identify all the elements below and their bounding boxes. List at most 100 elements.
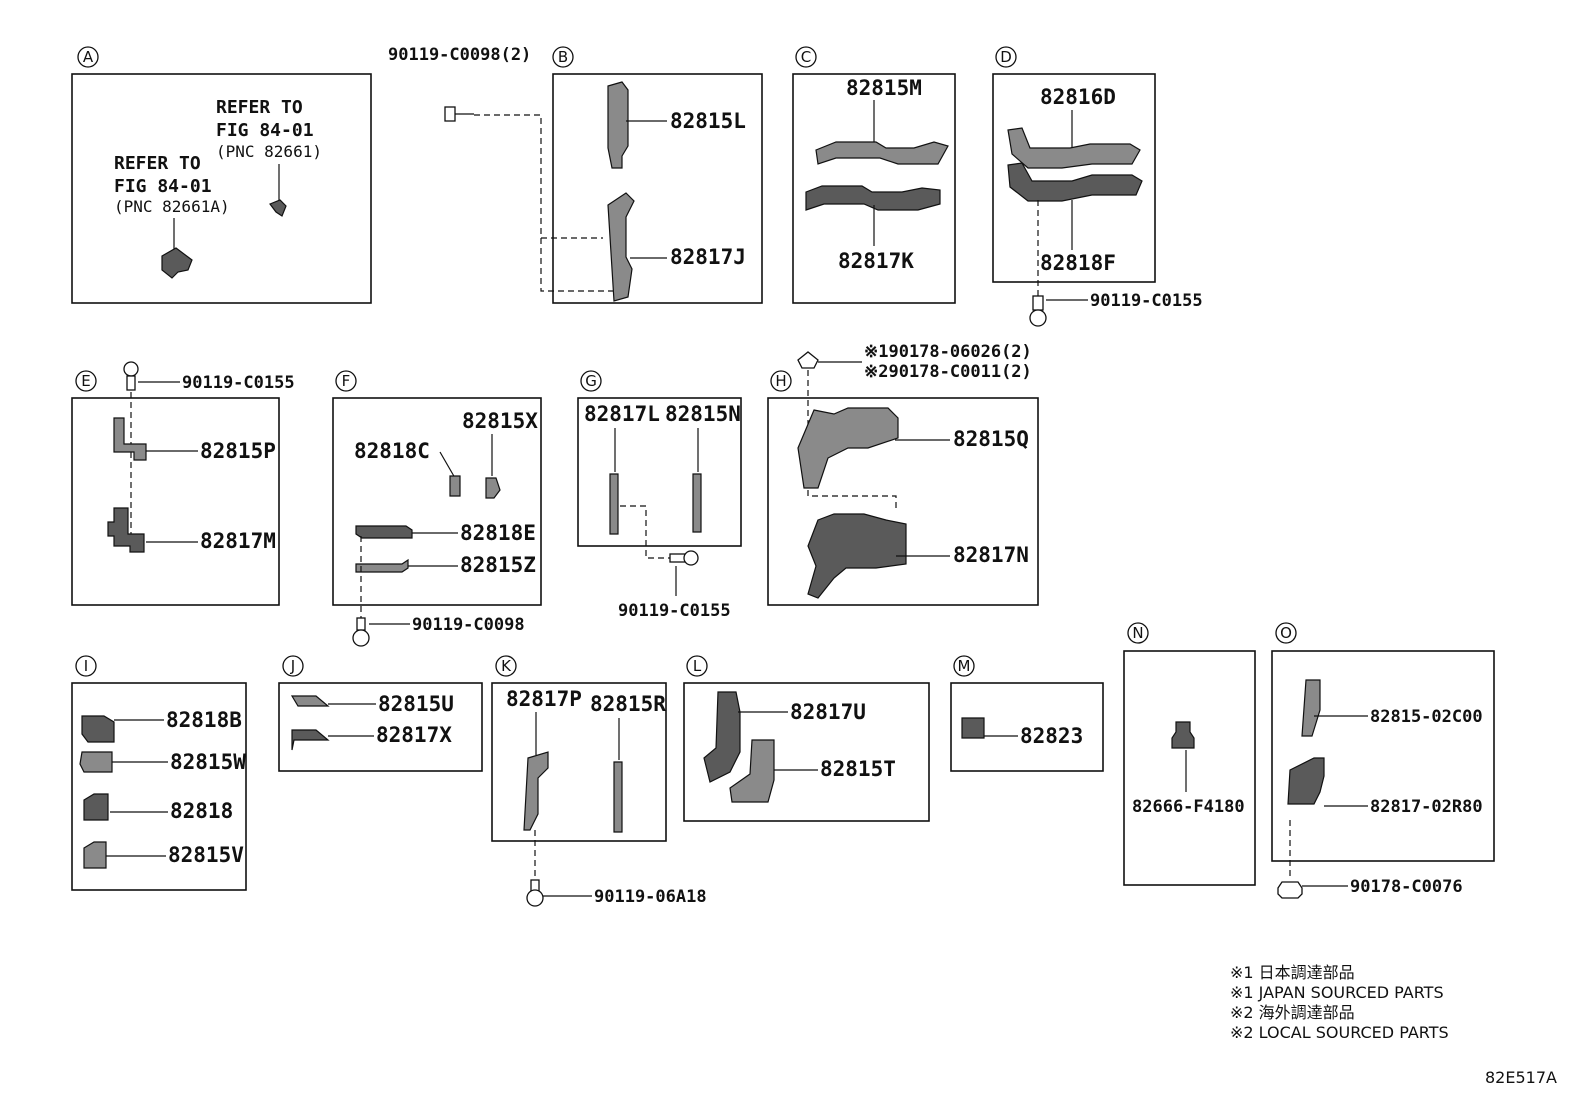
part-number-82817l: 82817L	[584, 402, 660, 426]
part-number-82818f: 82818F	[1040, 251, 1116, 275]
section-label-j: J	[290, 657, 295, 675]
nut-icon	[1277, 881, 1303, 899]
bolt-icon	[526, 879, 544, 907]
bracket-part-icon	[291, 729, 330, 751]
section-o: O 82815-02C00 82817-02R80 90178-C0076	[1271, 622, 1495, 899]
part-number-82815p: 82815P	[200, 439, 276, 463]
clip-part-icon	[161, 247, 193, 279]
bolt-icon	[797, 351, 819, 369]
refer-upper-line2: FIG 84-01	[216, 120, 314, 141]
section-marker-g	[580, 370, 602, 392]
section-label-l: L	[693, 657, 702, 675]
section-marker-d	[995, 46, 1017, 68]
part-number-82823: 82823	[1020, 724, 1083, 748]
part-number-82815l: 82815L	[670, 109, 746, 133]
part-number-82815r: 82815R	[590, 692, 666, 716]
section-c: C 82815M 82817K	[792, 46, 956, 304]
bracket-part-icon	[523, 751, 549, 831]
section-n: N 82666-F4180	[1123, 622, 1256, 886]
section-k: K 82817P 82815R 90119-06A18	[491, 655, 707, 907]
section-label-h: H	[775, 372, 786, 390]
section-box-c	[792, 73, 956, 304]
section-label-n: N	[1132, 624, 1143, 642]
section-f: F 82815X 82818C 82818E 82815Z 90119-C009…	[332, 370, 542, 647]
section-label-m: M	[958, 657, 971, 675]
note-2-japanese: ※2 海外調達部品	[1230, 1003, 1355, 1022]
section-marker-l	[686, 655, 708, 677]
part-number-82815t: 82815T	[820, 757, 896, 781]
part-number-82818b: 82818B	[166, 708, 242, 732]
bracket-part-icon	[79, 751, 113, 773]
shield-part-icon	[703, 691, 741, 783]
shield-part-icon	[807, 513, 907, 599]
refer-lower-line1: REFER TO	[114, 153, 201, 174]
section-marker-b	[552, 46, 574, 68]
clip-part-icon	[961, 717, 985, 739]
note-1-japanese: ※1 日本調達部品	[1230, 963, 1355, 982]
section-box-b	[552, 73, 763, 304]
bracket-part-icon	[290, 695, 330, 707]
part-number-82815q: 82815Q	[953, 427, 1029, 451]
part-number-82817x: 82817X	[376, 723, 452, 747]
section-label-b: B	[558, 48, 568, 66]
section-box-h	[767, 397, 1039, 606]
part-number-82817k: 82817K	[838, 249, 914, 273]
section-box-f	[332, 397, 542, 606]
part-number-82815z: 82815Z	[460, 553, 536, 577]
part-number-82817n: 82817N	[953, 543, 1029, 567]
section-i: I 82818B 82815W 82818 82815V	[71, 655, 247, 891]
section-marker-a	[77, 46, 99, 68]
brace-part-icon	[805, 185, 941, 211]
part-number-82815w: 82815W	[170, 750, 246, 774]
clip-part-icon	[1171, 721, 1195, 749]
bolt-icon	[352, 617, 370, 647]
part-number-82817p: 82817P	[506, 687, 582, 711]
part-number-82817j: 82817J	[670, 245, 746, 269]
shield-part-icon	[1287, 757, 1325, 805]
bolt-icon	[444, 106, 474, 122]
bracket-part-icon	[107, 507, 145, 553]
section-marker-f	[335, 370, 357, 392]
refer-upper-line3: (PNC 82661)	[216, 142, 322, 161]
section-a: A REFER TO FIG 84-01 (PNC 82661) REFER T…	[71, 46, 372, 304]
part-number-90119-06a18: 90119-06A18	[594, 887, 707, 907]
part-number-90119-c0155: 90119-C0155	[182, 373, 295, 393]
part-number-90119-c0155: 90119-C0155	[618, 601, 731, 621]
section-j: J 82815U 82817X	[278, 655, 483, 772]
section-marker-e	[75, 370, 97, 392]
section-marker-h	[770, 370, 792, 392]
section-e: E 90119-C0155 82815P 82817M	[71, 361, 295, 606]
section-marker-m	[953, 655, 975, 677]
section-box-n	[1123, 650, 1256, 886]
bolt-icon	[669, 550, 699, 566]
note-1-english: ※1 JAPAN SOURCED PARTS	[1230, 983, 1444, 1002]
clip-part-icon	[269, 199, 287, 217]
section-box-o	[1271, 650, 1495, 862]
part-number-82815m: 82815M	[846, 76, 922, 100]
section-label-k: K	[501, 657, 512, 675]
bracket-part-icon	[83, 793, 109, 821]
part-number-82817m: 82817M	[200, 529, 276, 553]
clip-part-icon	[449, 475, 461, 497]
part-number-82817u: 82817U	[790, 700, 866, 724]
clip-part-icon	[485, 477, 501, 499]
bar-part-icon	[613, 761, 623, 833]
bolt-icon	[1029, 295, 1047, 327]
section-g: G 82817L 82815N 90119-C0155	[577, 370, 742, 621]
brace-part-icon	[1007, 127, 1141, 169]
part-number-90178-c0076: 90178-C0076	[1350, 877, 1463, 897]
refer-lower-line3: (PNC 82661A)	[114, 197, 230, 216]
section-label-i: I	[84, 657, 88, 675]
section-box-i	[71, 682, 247, 891]
part-number-82815n: 82815N	[665, 402, 741, 426]
bracket-part-icon	[83, 841, 107, 869]
shield-part-icon	[729, 739, 775, 803]
section-label-c: C	[801, 48, 811, 66]
section-h: H ※190178-06026(2) ※290178-C0011(2) 8281…	[767, 342, 1039, 606]
section-box-l	[683, 682, 930, 822]
brace-part-icon	[1007, 162, 1143, 202]
section-marker-j	[282, 655, 304, 677]
bar-part-icon	[692, 473, 702, 533]
section-box-d	[992, 73, 1156, 283]
